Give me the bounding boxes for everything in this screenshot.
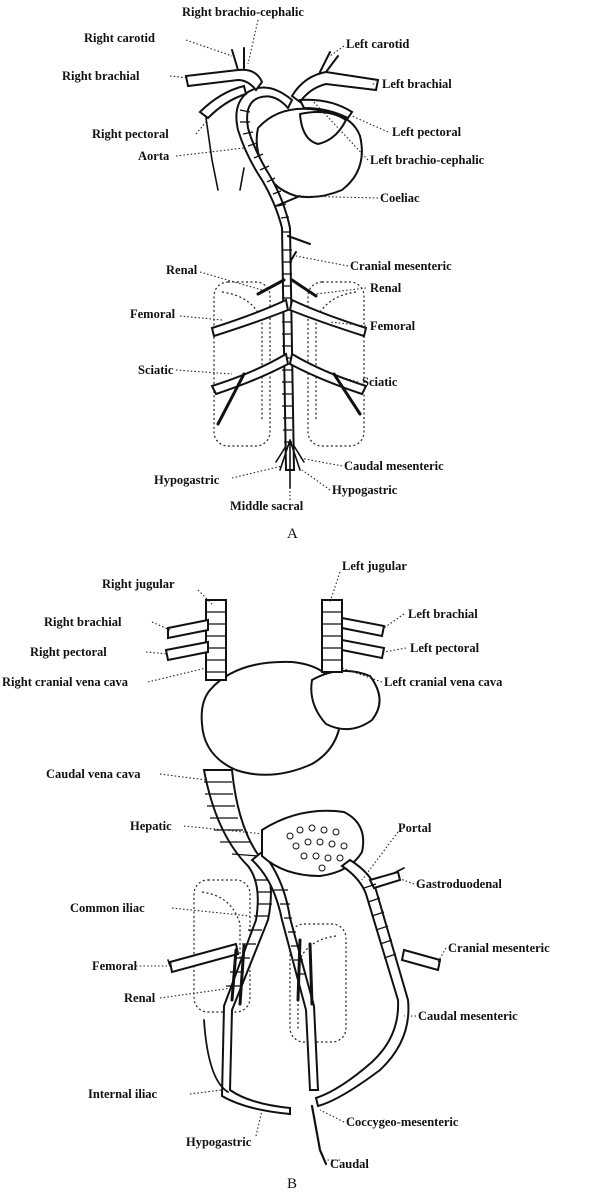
label-caudal-mesenteric: Caudal mesenteric <box>344 459 444 473</box>
label-left-brachial: Left brachial <box>382 77 452 91</box>
left-brachial-trunk <box>292 72 378 102</box>
left-brachial-vein <box>342 618 384 636</box>
label-left-pectoral: Left pectoral <box>392 125 462 139</box>
figure-a-arterial-system: Right brachio-cephalic Right carotid Lef… <box>62 5 485 542</box>
label-middle-sacral: Middle sacral <box>230 499 304 513</box>
right-femoral-artery <box>290 300 366 336</box>
label-right-carotid: Right carotid <box>84 31 155 45</box>
cranial-mesenteric-vein <box>402 950 440 970</box>
label-left-carotid: Left carotid <box>346 37 409 51</box>
right-brachial-vein <box>168 620 208 638</box>
label-right-pectoral: Right pectoral <box>92 127 169 141</box>
label-right-brachial: Right brachial <box>44 615 122 629</box>
right-arm-branch <box>206 118 218 190</box>
caudal-vein <box>312 1106 326 1164</box>
label-aorta: Aorta <box>138 149 170 163</box>
label-hypogastric-right: Hypogastric <box>332 483 398 497</box>
label-common-iliac: Common iliac <box>70 901 145 915</box>
label-left-brachiocephalic: Left brachio-cephalic <box>370 153 485 167</box>
left-sciatic-artery <box>212 354 288 394</box>
left-pectoral-vein <box>342 640 384 658</box>
label-right-cranial-vena-cava: Right cranial vena cava <box>2 675 129 689</box>
label-femoral-left: Femoral <box>130 307 176 321</box>
label-femoral: Femoral <box>92 959 138 973</box>
caption-b: B <box>287 1176 297 1192</box>
label-renal: Renal <box>124 991 156 1005</box>
label-portal: Portal <box>398 821 432 835</box>
femoral-vein <box>170 944 238 972</box>
label-hepatic: Hepatic <box>130 819 172 833</box>
label-left-pectoral: Left pectoral <box>410 641 480 655</box>
label-renal-left: Renal <box>166 263 198 277</box>
aorta-branch-stub <box>240 168 244 190</box>
caudal-terminal-branches <box>276 440 304 488</box>
label-gastroduodenal: Gastroduodenal <box>416 877 502 891</box>
label-right-pectoral: Right pectoral <box>30 645 107 659</box>
label-right-brachiocephalic: Right brachio-cephalic <box>182 5 304 19</box>
label-caudal: Caudal <box>330 1157 369 1171</box>
figure-a-labels: Right brachio-cephalic Right carotid Lef… <box>62 5 485 542</box>
gastroduodenal-vein <box>370 872 400 888</box>
label-right-brachial: Right brachial <box>62 69 140 83</box>
label-cranial-mesenteric: Cranial mesenteric <box>350 259 452 273</box>
label-left-jugular: Left jugular <box>342 559 407 573</box>
label-femoral-right: Femoral <box>370 319 416 333</box>
label-internal-iliac: Internal iliac <box>88 1087 158 1101</box>
label-right-jugular: Right jugular <box>102 577 175 591</box>
label-sciatic-right: Sciatic <box>362 375 398 389</box>
right-brachial-trunk <box>186 70 262 90</box>
label-coeliac: Coeliac <box>380 191 420 205</box>
label-renal-right: Renal <box>370 281 402 295</box>
label-caudal-vena-cava: Caudal vena cava <box>46 767 141 781</box>
label-hypogastric-left: Hypogastric <box>154 473 220 487</box>
caption-a: A <box>287 526 298 542</box>
right-pectoral-vein <box>166 642 208 660</box>
label-cranial-mesenteric: Cranial mesenteric <box>448 941 550 955</box>
label-coccygeo-mesenteric: Coccygeo-mesenteric <box>346 1115 459 1129</box>
left-femoral-artery <box>212 300 288 336</box>
label-caudal-mesenteric: Caudal mesenteric <box>418 1009 518 1023</box>
left-inner-outline <box>222 292 262 420</box>
label-sciatic-left: Sciatic <box>138 363 174 377</box>
label-hypogastric: Hypogastric <box>186 1135 252 1149</box>
portal-vein <box>316 860 408 1106</box>
carotid-arteries <box>232 48 338 72</box>
figure-b-venous-system: Right jugular Left jugular Right brachia… <box>2 559 550 1192</box>
right-sciatic-artery <box>290 354 366 394</box>
label-left-brachial: Left brachial <box>408 607 478 621</box>
label-left-cranial-vena-cava: Left cranial vena cava <box>384 675 503 689</box>
